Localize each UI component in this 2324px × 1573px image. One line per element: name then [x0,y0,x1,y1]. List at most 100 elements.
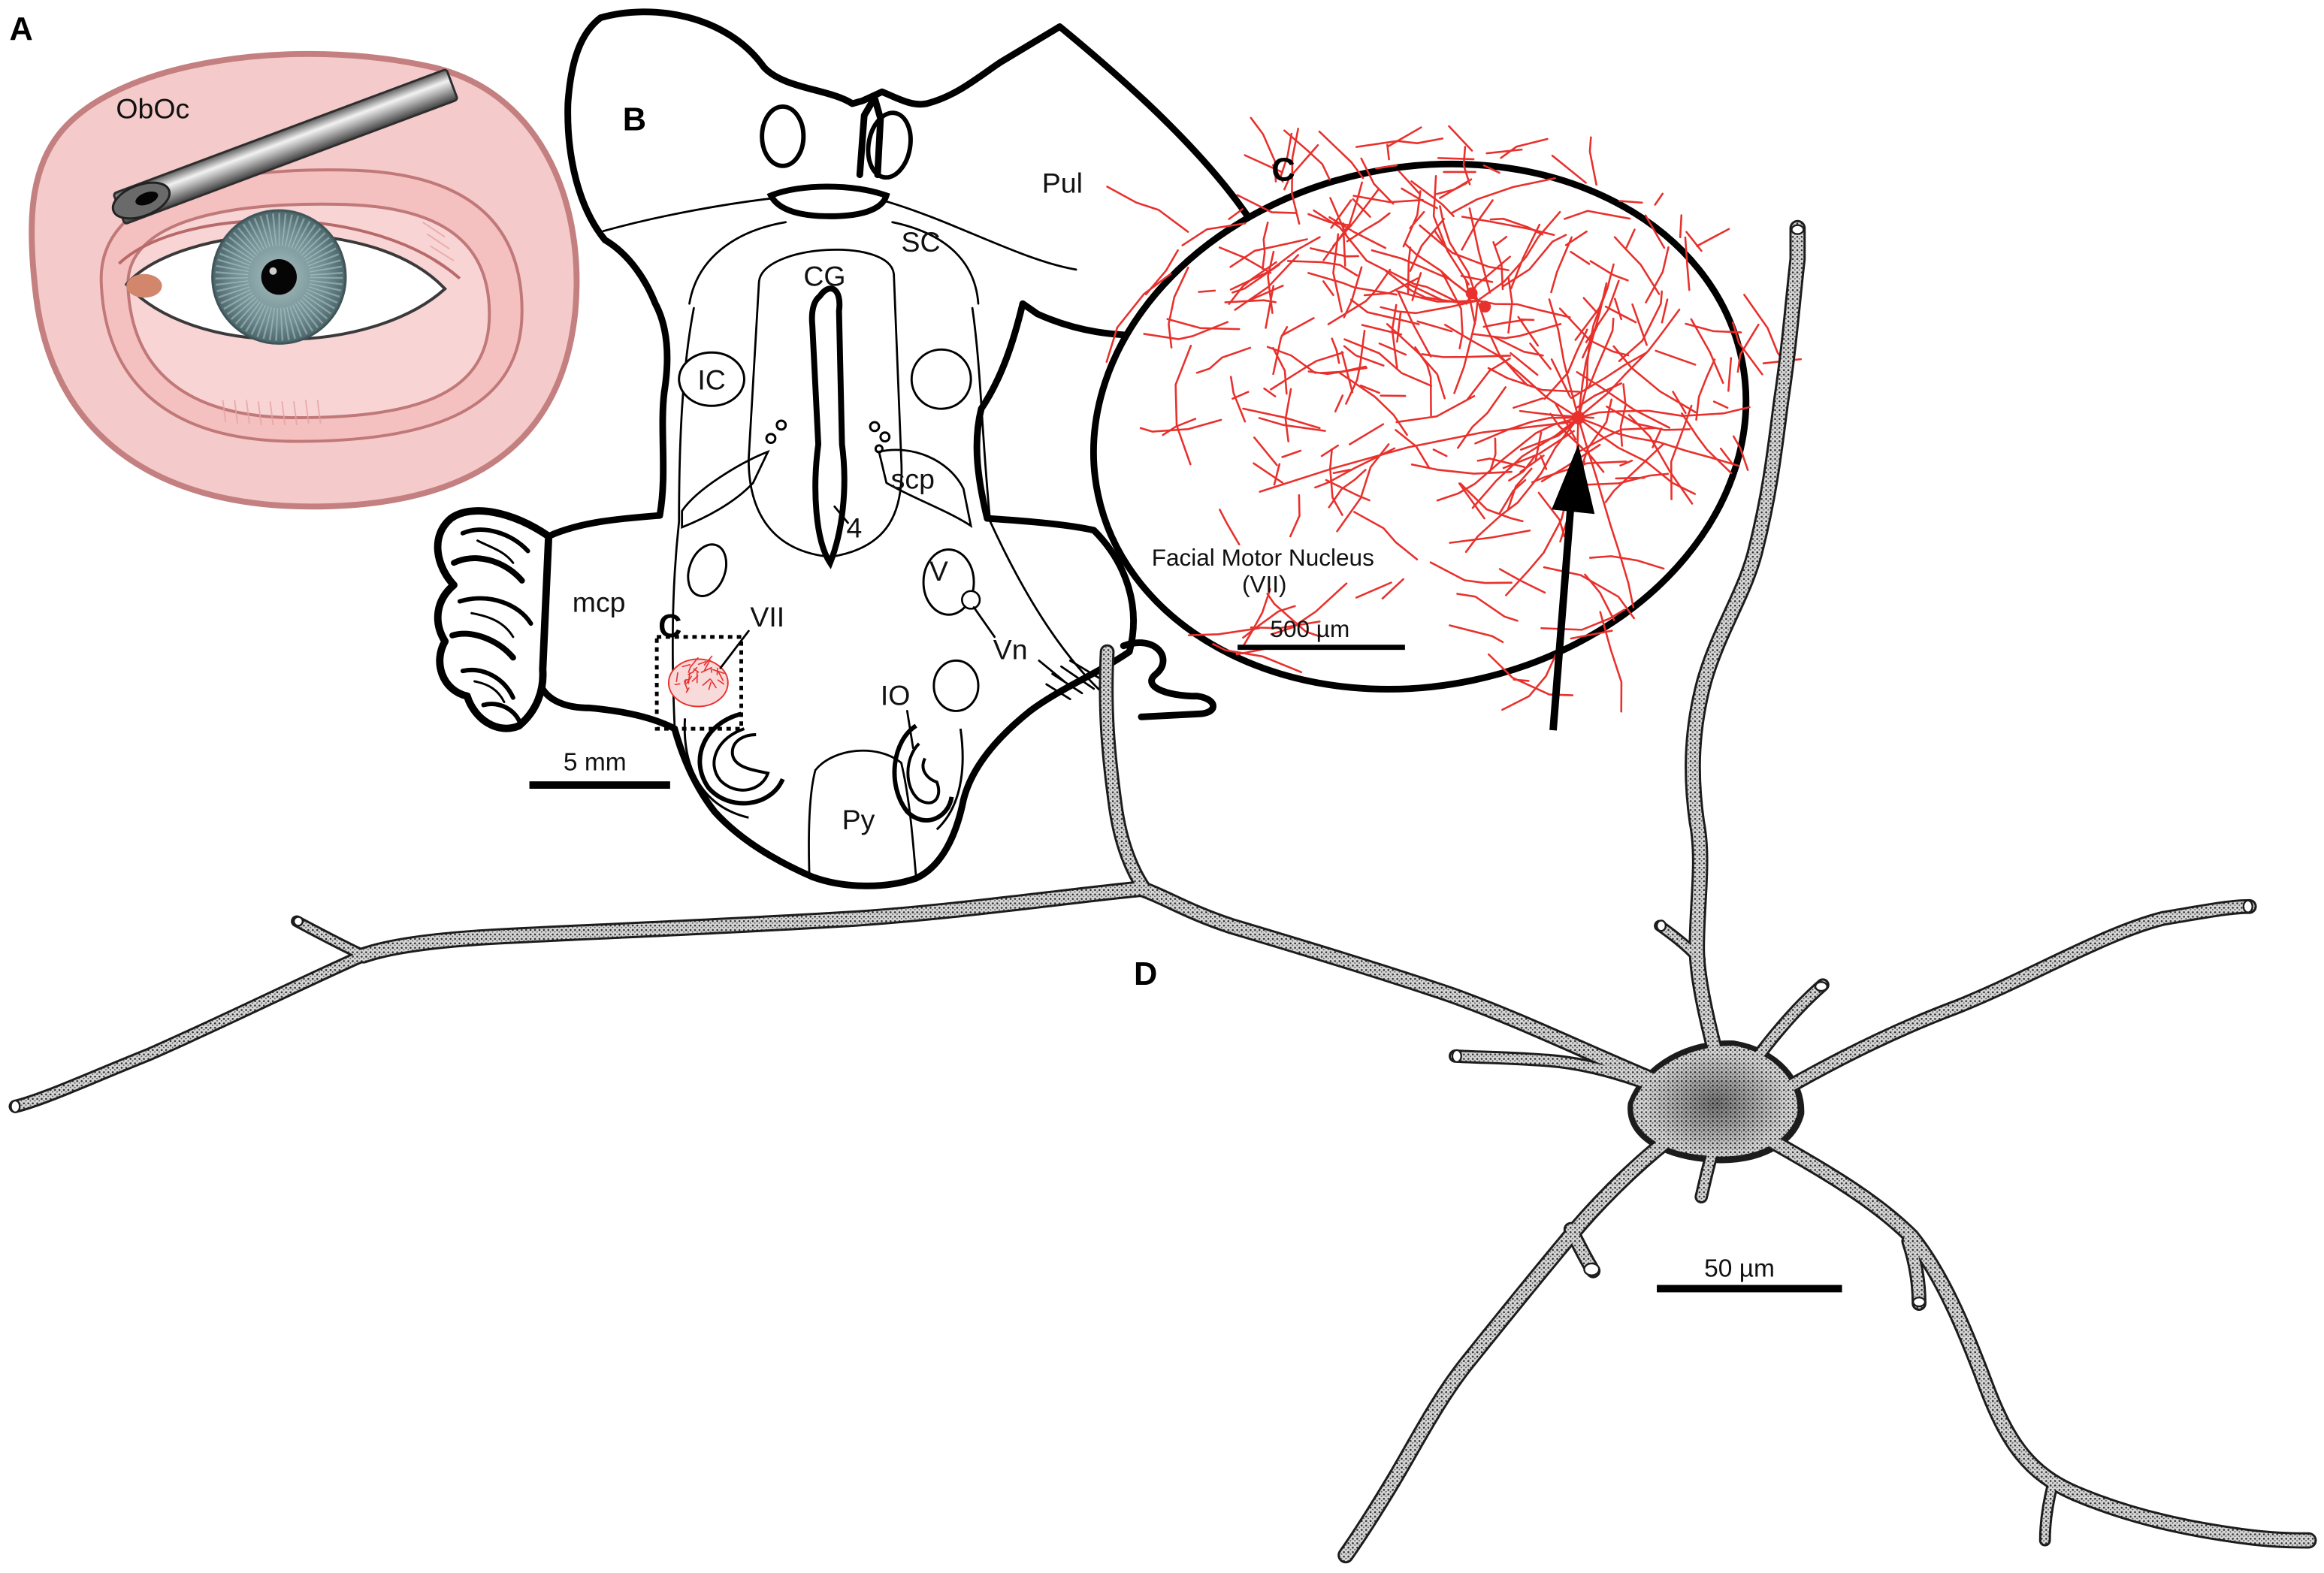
labeled-fiber-segment [1448,125,1473,152]
labeled-dendrite [1464,416,1579,553]
labeled-dendrite [1577,416,1697,495]
labeled-fiber-segment [1329,197,1347,236]
labeled-neuron-soma [1479,300,1491,313]
labeled-fiber-segment [1731,322,1763,376]
labeled-fiber-segment [1318,130,1364,180]
mini-fiber-segment [700,667,712,673]
labeled-fiber-segment [1187,626,1261,636]
labeled-fiber-segment [1328,216,1387,249]
labeled-fiber-segment [1604,442,1665,503]
labeled-fiber-segment [1262,222,1269,270]
labeled-fiber-segment [1328,469,1367,509]
inset-c-label: C [658,608,681,645]
labeled-fiber-segment [1695,358,1716,421]
labeled-fiber-segment [1618,200,1643,204]
labeled-fiber-segment [1363,277,1419,297]
labeled-fiber-segment [1378,342,1407,356]
trigeminal-root-hatch [1045,660,1102,701]
panel-d-label: D [1134,956,1157,992]
vii-mini-fibers [674,655,725,693]
labeled-fiber-segment [1408,283,1443,301]
labeled-fiber-segment [1492,241,1504,291]
mini-fiber-segment [702,678,711,686]
inferior-colliculus [678,351,745,407]
scale-50um-label: 50 µm [1704,1255,1775,1283]
labeled-fiber-segment [1719,447,1733,465]
labeled-fiber-segment [1313,209,1388,272]
labeled-fiber-segment [1493,336,1544,357]
labeled-fiber-segment [1263,387,1277,397]
labeled-fiber-segment [1494,236,1508,246]
labeled-fiber-segment [1508,456,1536,482]
labeled-fiber-segment [1419,224,1510,271]
labeled-fiber-segment [1652,427,1663,448]
labeled-fiber-segment [1520,319,1535,322]
labeled-fiber-segment [1398,170,1420,195]
mini-fiber-segment [688,665,692,673]
mini-fiber-segment [688,672,691,684]
panel-c: C Facial Motor Nucleus (VII) 500 µm [1090,116,1803,731]
arrow-shaft [1549,503,1575,731]
labeled-fiber-segment [1330,199,1352,229]
labeled-fiber-segment [1289,494,1301,538]
trigeminal-subnucleus [961,590,981,610]
labeled-fiber-segment [1456,593,1519,622]
mini-fiber-segment [710,679,717,689]
labeled-fiber-segment [1588,136,1597,186]
labeled-fiber-segment [1586,210,1631,220]
labeled-fiber-segment [1168,266,1189,349]
labeled-fiber-segment [1513,397,1544,409]
labeled-fiber-segment [1510,352,1539,376]
left-olive-folds [683,711,785,819]
labeled-fiber-segment [1531,460,1627,484]
labeled-fiber-segment [1434,230,1449,252]
labeled-dendrite [1577,416,1635,608]
labeled-fiber-segment [1450,177,1556,215]
labeled-fiber-segment [1281,449,1302,458]
cg-label: CG [803,261,845,292]
labeled-fiber-segment [1513,678,1530,682]
colliculus-arc-right [891,221,980,305]
labeled-fiber-segment [1343,345,1385,367]
labeled-fiber-segment [1736,323,1760,373]
labeled-fiber-segment [1320,444,1340,457]
scale-5mm-label: 5 mm [564,748,627,776]
neuron-stipple [11,222,2315,1562]
labeled-fiber-segment [1332,188,1380,247]
labeled-fiber-segment [1224,299,1277,303]
labeled-fiber-segment [1307,367,1368,376]
mini-fiber-segment [716,667,718,675]
labeled-fiber-segment [1461,216,1555,237]
mini-fiber-segment [712,669,725,675]
labeled-fiber-segment [1242,407,1321,430]
vii-pointer [719,630,750,669]
labeled-fiber-segment [1432,174,1470,285]
vii-inset-box [654,635,743,731]
labeled-fiber-segment [1253,436,1278,466]
inferior-olive-nucleus [932,659,980,712]
labeled-fiber-segment [1583,473,1670,486]
trigeminal-root-curl [1120,639,1216,720]
left-oval-nucleus [687,543,727,597]
labeled-fiber-segment [1482,164,1500,174]
labeled-fiber-segment [1488,437,1497,473]
right-pineal-lobe [866,110,913,180]
labeled-fiber-segment [1543,328,1588,400]
pul-label: Pul [1042,167,1083,198]
labeled-fiber-segment [1395,394,1476,424]
facial-motor-nucleus-label: Facial Motor Nucleus [1152,544,1374,571]
labeled-fiber-segment [1507,467,1533,512]
labeled-fiber-segment [1360,157,1395,205]
left-pineal-lobe [760,104,806,168]
labeled-fiber-segment [1644,214,1666,249]
tegmentum-boundary-right [971,306,1102,692]
labeled-fiber-segment [1410,180,1455,217]
mini-fiber-segment [684,679,687,685]
thalamus-boundary-left [602,197,772,232]
labeled-fiber-segment [1402,190,1422,248]
labeled-fiber-segment [1242,588,1271,647]
labeled-fiber-segment [1270,352,1344,391]
labeled-fiber-segment [1332,233,1343,313]
labeled-fiber-segment [1435,182,1468,195]
labeled-fiber-segment [1278,132,1293,181]
